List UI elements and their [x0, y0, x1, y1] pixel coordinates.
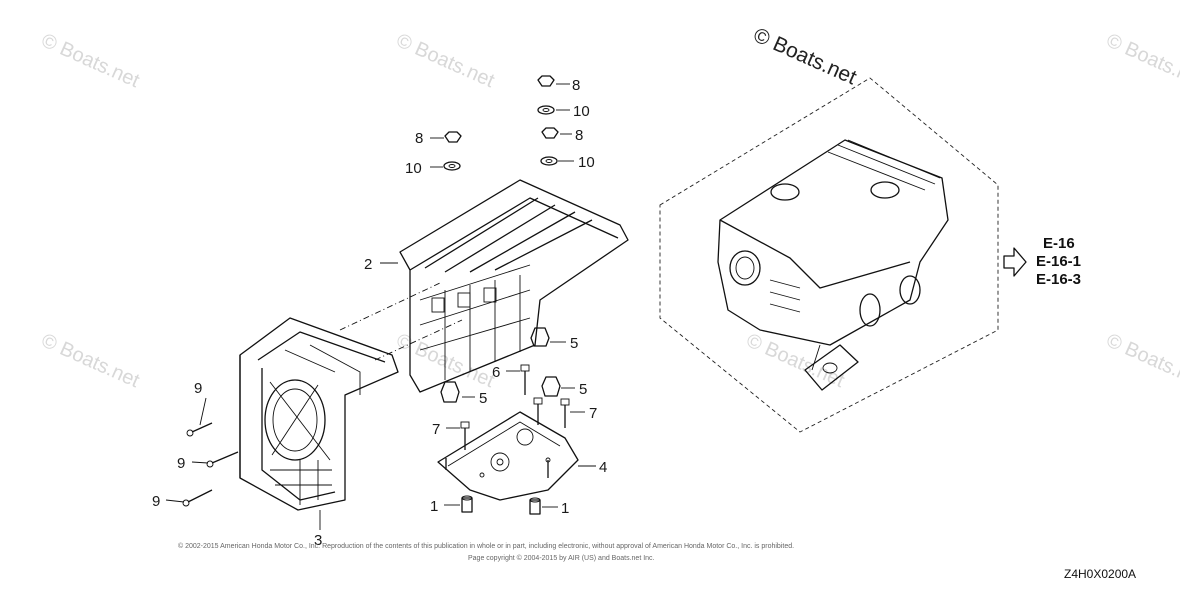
watermark: © Boats.net: [393, 329, 498, 392]
nuts-washers-parts-8-10: [443, 75, 559, 171]
callout-9: 9: [152, 493, 160, 510]
watermark: © Boats.net: [393, 29, 498, 92]
callout-4: 4: [599, 459, 607, 476]
alignment-lines: [339, 282, 463, 361]
copyright-line: © 2002-2015 American Honda Motor Co., In…: [178, 542, 794, 550]
callout-8: 8: [572, 77, 580, 94]
reference-arrow-icon: [1003, 247, 1027, 277]
callout-10: 10: [573, 103, 590, 120]
watermark-main: © Boats.net: [750, 24, 860, 90]
collars-part-1: [461, 495, 541, 515]
callout-9: 9: [194, 380, 202, 397]
callout-8: 8: [575, 127, 583, 144]
watermark: © Boats.net: [1103, 29, 1180, 92]
reference-e-16: E-16: [1043, 235, 1075, 252]
callout-5: 5: [579, 381, 587, 398]
watermark: © Boats.net: [1103, 329, 1180, 392]
rubber-mounts-part-5: [440, 327, 561, 403]
mounting-plate-part-4: [437, 411, 579, 501]
callout-10: 10: [405, 160, 422, 177]
watermark: © Boats.net: [743, 329, 848, 392]
engine-cover-assembly: [659, 77, 999, 433]
callout-5: 5: [570, 335, 578, 352]
callout-3: 3: [314, 532, 322, 549]
reference-e-16-3: E-16-3: [1036, 271, 1081, 288]
bolts-part-9: [182, 422, 239, 507]
leader-lines: [165, 83, 596, 530]
callout-9: 9: [177, 455, 185, 472]
watermark: © Boats.net: [38, 29, 143, 92]
rail-plate-part-2: [399, 179, 629, 393]
watermark: © Boats.net: [38, 329, 143, 392]
callout-7: 7: [432, 421, 440, 438]
screws-parts-6-7: [445, 364, 570, 478]
section-references: E-16 E-16-1 E-16-3: [1036, 235, 1081, 288]
mount-bracket-part-3: [239, 317, 399, 511]
callout-6: 6: [492, 364, 500, 381]
callout-labels: 8 10 8 10 8 10 2 5 6 5 5 7 7 4 9 9 9 1 1…: [152, 77, 607, 549]
copyright-line: Page copyright © 2004-2015 by AIR (US) a…: [468, 554, 655, 562]
callout-5: 5: [479, 390, 487, 407]
watermark-layer: © Boats.net © Boats.net © Boats.net © Bo…: [38, 29, 1180, 392]
callout-7: 7: [589, 405, 597, 422]
callout-1: 1: [430, 498, 438, 515]
callout-8: 8: [415, 130, 423, 147]
callout-1: 1: [561, 500, 569, 517]
callout-10: 10: [578, 154, 595, 171]
reference-e-16-1: E-16-1: [1036, 253, 1081, 270]
diagram-code: Z4H0X0200A: [1064, 567, 1136, 581]
callout-2: 2: [364, 256, 372, 273]
